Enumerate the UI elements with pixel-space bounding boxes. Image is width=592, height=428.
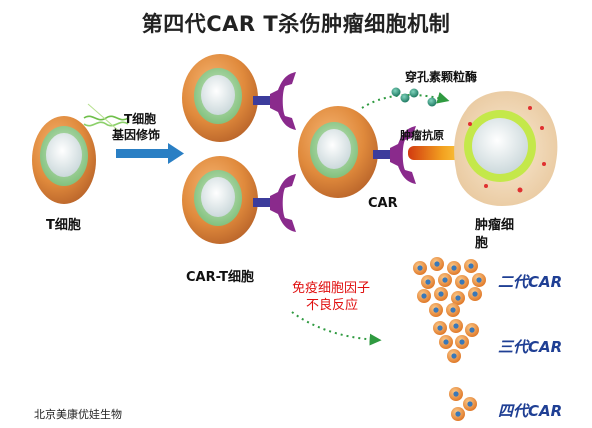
tumor-antigen-label: 肿瘤抗原 <box>400 129 444 142</box>
gen2-label: 二代CAR <box>498 273 563 291</box>
gen3-label: 三代CAR <box>498 338 563 356</box>
cytokine-particle-core <box>468 263 474 269</box>
car-t-cell-bottom <box>182 156 258 244</box>
cytokine-particle-core <box>443 339 449 345</box>
car-receptor-bottom <box>253 174 296 232</box>
car-t-cell-label: CAR-T细胞 <box>186 270 254 285</box>
car-label: CAR <box>368 196 398 211</box>
cytokine-particle-core <box>421 293 427 299</box>
cytokine-particle-core <box>433 307 439 313</box>
car-t-cell-top <box>182 54 258 142</box>
cytokine-particle-core <box>451 265 457 271</box>
page-title: 第四代CAR T杀伤肿瘤细胞机制 <box>141 12 451 36</box>
tumor-cell-label-line1: 肿瘤细 <box>475 218 515 233</box>
cytokine-particle-core <box>417 265 423 271</box>
granule-cluster <box>391 87 437 107</box>
cytokine-particle-core <box>450 307 456 313</box>
cytokine-particle-core <box>469 327 475 333</box>
cytokine-particle-core <box>455 295 461 301</box>
tumor-cell <box>454 91 558 206</box>
car-receptor-top <box>253 72 296 130</box>
modification-arrow <box>116 143 184 164</box>
t-cell <box>32 116 96 204</box>
cytokine-particle-core <box>459 279 465 285</box>
cytokine-label-line1: 免疫细胞因子 <box>292 281 371 296</box>
dna-helix-icon <box>83 103 129 133</box>
cytokine-particles <box>413 257 486 421</box>
cytokine-particle-core <box>453 323 459 329</box>
cytokine-particle-core <box>442 277 448 283</box>
car-t-cell-attacking <box>298 106 378 198</box>
modify-label-line1: T细胞 <box>124 112 157 126</box>
cytokine-particle-core <box>476 277 482 283</box>
cytokine-particle-core <box>455 411 461 417</box>
cytokine-particle-core <box>438 291 444 297</box>
car-receptor-attacking <box>373 126 416 184</box>
cytokine-particle-core <box>453 391 459 397</box>
credit-text: 北京美康优娃生物 <box>34 408 122 421</box>
cytokine-label-line2: 不良反应 <box>306 298 359 313</box>
cytokine-particle-core <box>472 291 478 297</box>
t-cell-label: T细胞 <box>46 218 81 233</box>
tumor-cell-label-line2: 胞 <box>475 236 489 251</box>
cytokine-particle-core <box>434 261 440 267</box>
cytokine-particle-core <box>451 353 457 359</box>
cytokine-particle-core <box>437 325 443 331</box>
cytokine-particle-core <box>459 339 465 345</box>
cytokine-particle-core <box>425 279 431 285</box>
modify-label-line2: 基因修饰 <box>112 128 161 142</box>
cytokine-particle-core <box>467 401 473 407</box>
perforin-label: 穿孔素颗粒酶 <box>405 70 478 84</box>
cytokine-arrow <box>291 311 382 346</box>
gen4-label: 四代CAR <box>498 402 563 420</box>
